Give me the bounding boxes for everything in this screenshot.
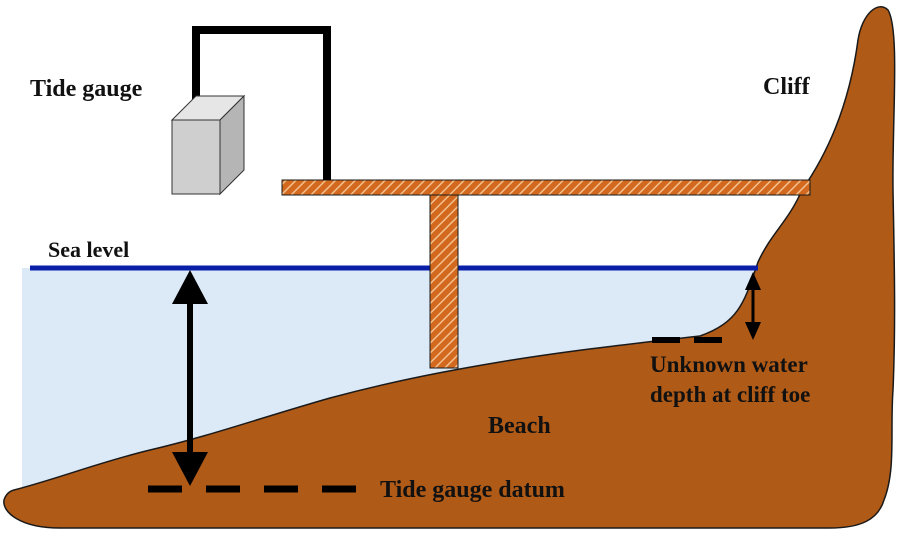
pier-post (429, 194, 459, 369)
gauge-cable (192, 26, 331, 180)
sea-level-label: Sea level (48, 237, 129, 262)
cliff-label: Cliff (763, 74, 811, 100)
unknown-depth-label-line2: depth at cliff toe (650, 382, 810, 407)
beach-and-cliff-ground (3, 6, 896, 529)
unknown-depth-label-line1: Unknown water (650, 352, 808, 377)
tide-gauge-datum-label: Tide gauge datum (380, 477, 565, 503)
pier-deck (281, 179, 811, 196)
cliff-toe-depth-double-arrow (745, 272, 761, 340)
tide-gauge-box (170, 94, 246, 196)
tide-gauge-label: Tide gauge (30, 76, 143, 102)
tide-height-double-arrow (172, 270, 208, 486)
beach-label: Beach (488, 413, 551, 439)
